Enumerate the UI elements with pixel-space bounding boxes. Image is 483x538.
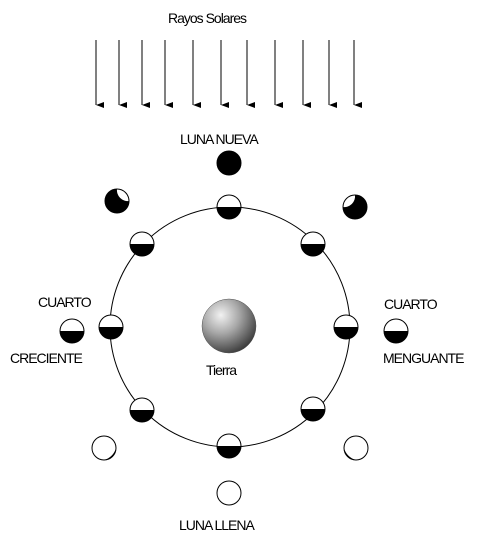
moon-orbit-waxing-crescent-pos [129,231,155,257]
first-quarter-label-line1: CUARTO [38,294,92,310]
moon-phase-lower-left [91,435,117,461]
moon-orbit-waxing-gibbous-pos [129,397,155,423]
moon-orbit-waning-gibbous-pos [300,396,326,422]
moon-phase-upper-left [104,188,130,214]
moon-phase-full [216,480,242,506]
sun-rays-label: Rayos Solares [168,10,247,26]
moon-orbit-new [216,194,242,220]
full-moon-label: LUNA LLENA [179,517,255,533]
moon-phase-lower-right [343,435,369,461]
moon-orbit-waning-crescent-pos [300,231,326,257]
moon-phase-upper-right [342,194,368,220]
earth-label: Tierra [206,362,237,378]
last-quarter-label-line1: CUARTO [384,296,438,312]
moon-phase-last-quarter [383,318,409,344]
earth-globe [201,298,257,354]
moon-phase-new [216,150,242,176]
moon-orbit-full [216,433,242,459]
moon-phase-first-quarter [59,318,85,344]
moon-orbit-first-quarter-pos [98,314,124,340]
first-quarter-label-line2: CRECIENTE [10,350,83,366]
new-moon-label: LUNA NUEVA [180,131,259,147]
moon-orbit-last-quarter-pos [333,314,359,340]
last-quarter-label-line2: MENGUANTE [383,350,464,366]
